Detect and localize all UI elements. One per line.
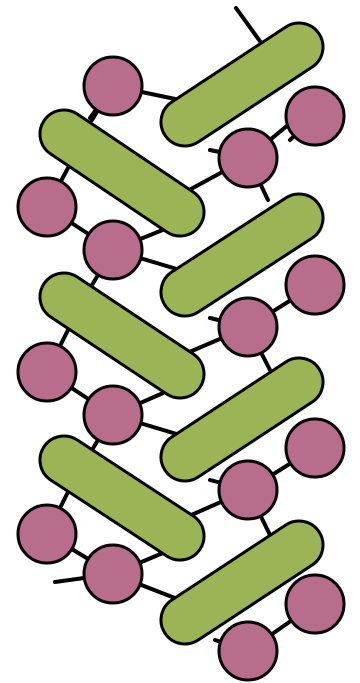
- circle-node: [286, 87, 344, 145]
- bond-line: [236, 8, 262, 44]
- circle-node: [84, 221, 142, 279]
- circle-node: [18, 178, 76, 236]
- circle-node: [84, 386, 142, 444]
- circle-node: [219, 298, 277, 356]
- circle-node: [219, 129, 277, 187]
- circle-node: [219, 622, 277, 680]
- circle-node: [18, 505, 76, 563]
- circle-node: [84, 57, 142, 115]
- circle-node: [18, 343, 76, 401]
- circle-node: [286, 575, 344, 633]
- circle-node: [286, 256, 344, 314]
- circle-node: [286, 419, 344, 477]
- circle-node: [84, 545, 142, 603]
- circle-node: [219, 461, 277, 519]
